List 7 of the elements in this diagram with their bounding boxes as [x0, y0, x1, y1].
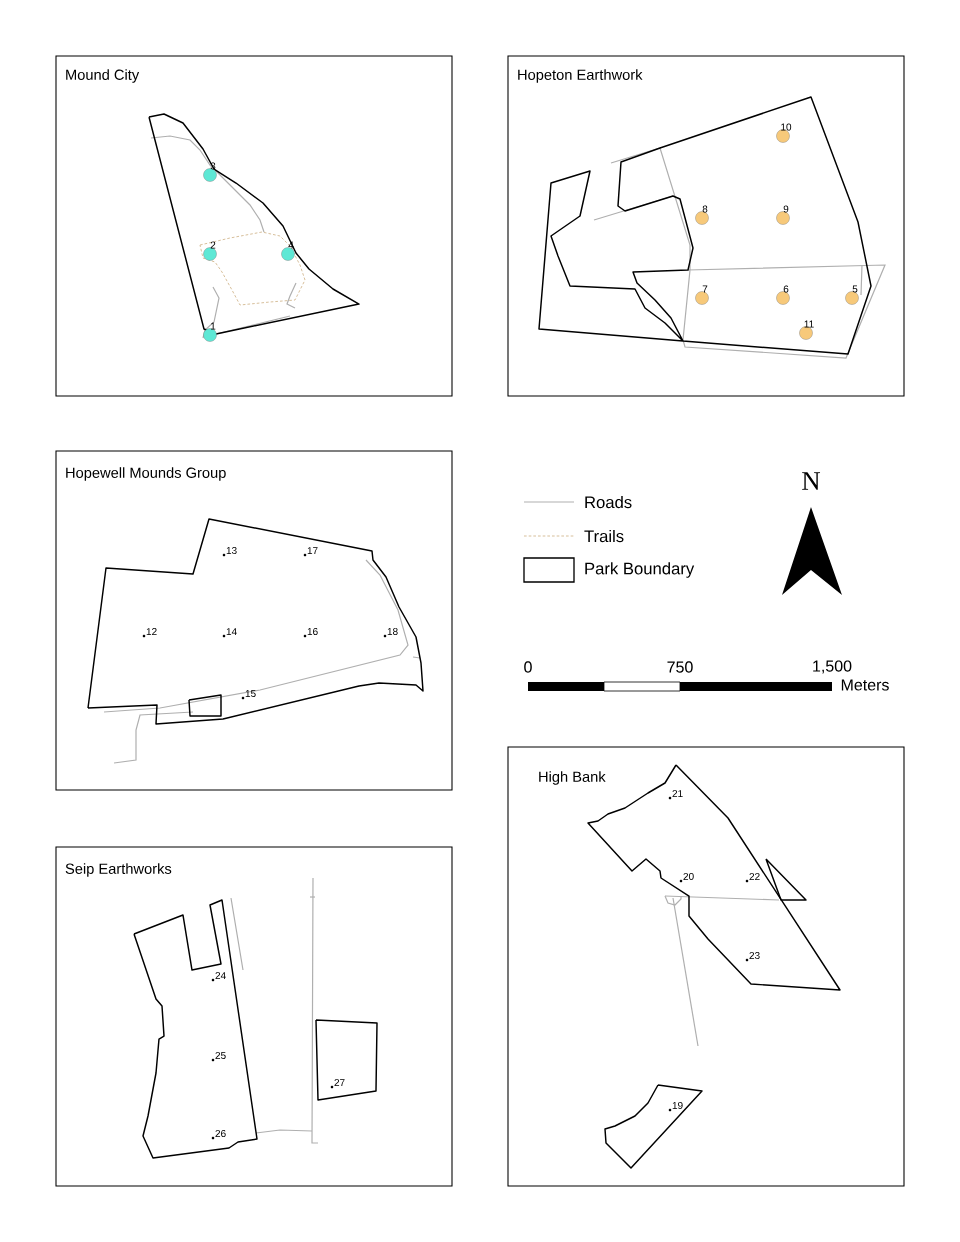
scale-value: 0 [524, 661, 532, 673]
scale-value: 750 [667, 661, 693, 673]
legend-item: Park Boundary [523, 557, 695, 583]
scale-value: 1,500 [813, 660, 852, 674]
legend-item: Roads [523, 495, 632, 509]
scale-unit: Meters [841, 679, 889, 691]
legend-item: Trails [523, 529, 624, 543]
